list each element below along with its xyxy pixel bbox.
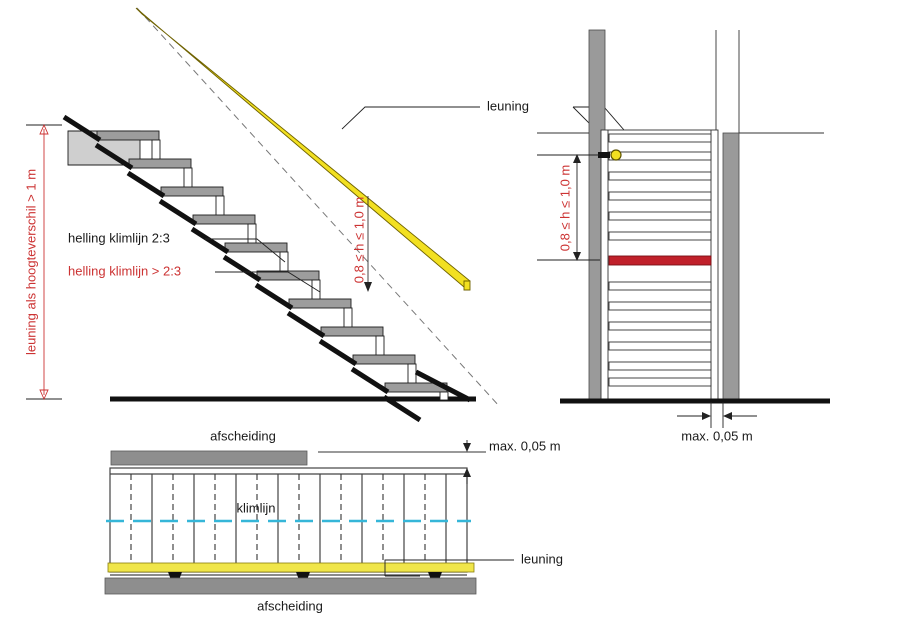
front-rungs — [608, 133, 712, 387]
plan-step-lines — [130, 474, 447, 572]
top-partition-label: afscheiding — [210, 428, 276, 443]
front-elevation-group: 0,8 ≤ h ≤ 1,0 m max. 0,05 m — [537, 29, 830, 443]
highlighted-rung — [608, 255, 712, 266]
slope-black-annotation: helling klimlijn 2:3 — [68, 230, 286, 263]
gap-dimension-front: max. 0,05 m — [677, 402, 757, 443]
bottom-partition-label: afscheiding — [257, 598, 323, 613]
rail-height-dimension-front: 0,8 ≤ h ≤ 1,0 m — [537, 154, 600, 261]
top-partition-bar — [110, 450, 308, 466]
handrail-section-marker — [598, 149, 622, 161]
slope-reference-dashed-line — [136, 7, 501, 408]
height-difference-dimension: leuning als hoogteverschil > 1 m — [23, 123, 62, 401]
side-elevation-group: leuning als hoogteverschil > 1 m — [23, 7, 501, 423]
gap-label-plan: max. 0,05 m — [489, 438, 561, 453]
handrail-dot-icon — [610, 149, 622, 161]
height-difference-label: leuning als hoogteverschil > 1 m — [23, 169, 38, 355]
slope-red-annotation: helling klimlijn > 2:3 — [68, 263, 321, 293]
slope-red-label: helling klimlijn > 2:3 — [68, 263, 181, 278]
handrail-side — [135, 7, 471, 291]
gap-label-front: max. 0,05 m — [681, 428, 753, 443]
bottom-partition-bar — [104, 577, 477, 595]
handrail-callout: leuning — [341, 98, 625, 153]
handrail-label: leuning — [487, 98, 529, 113]
climb-line-label: klimlijn — [237, 500, 276, 515]
plan-view-group: afscheiding klimlijn — [104, 428, 563, 613]
rail-height-label-side: 0,8 ≤ h ≤ 1,0 m — [351, 197, 366, 284]
gap-dimension-plan: max. 0,05 m — [318, 438, 561, 484]
rail-height-label-front: 0,8 ≤ h ≤ 1,0 m — [557, 165, 572, 252]
rail-height-dimension-side: 0,8 ≤ h ≤ 1,0 m — [351, 196, 372, 292]
handrail-label-plan: leuning — [521, 551, 563, 566]
handrail-callout-plan: leuning — [384, 551, 563, 577]
handrail-plan — [107, 562, 475, 573]
slope-black-label: helling klimlijn 2:3 — [68, 230, 170, 245]
klimlijn-segments — [62, 114, 472, 423]
stair-steps — [96, 130, 449, 401]
right-wall — [722, 132, 740, 401]
